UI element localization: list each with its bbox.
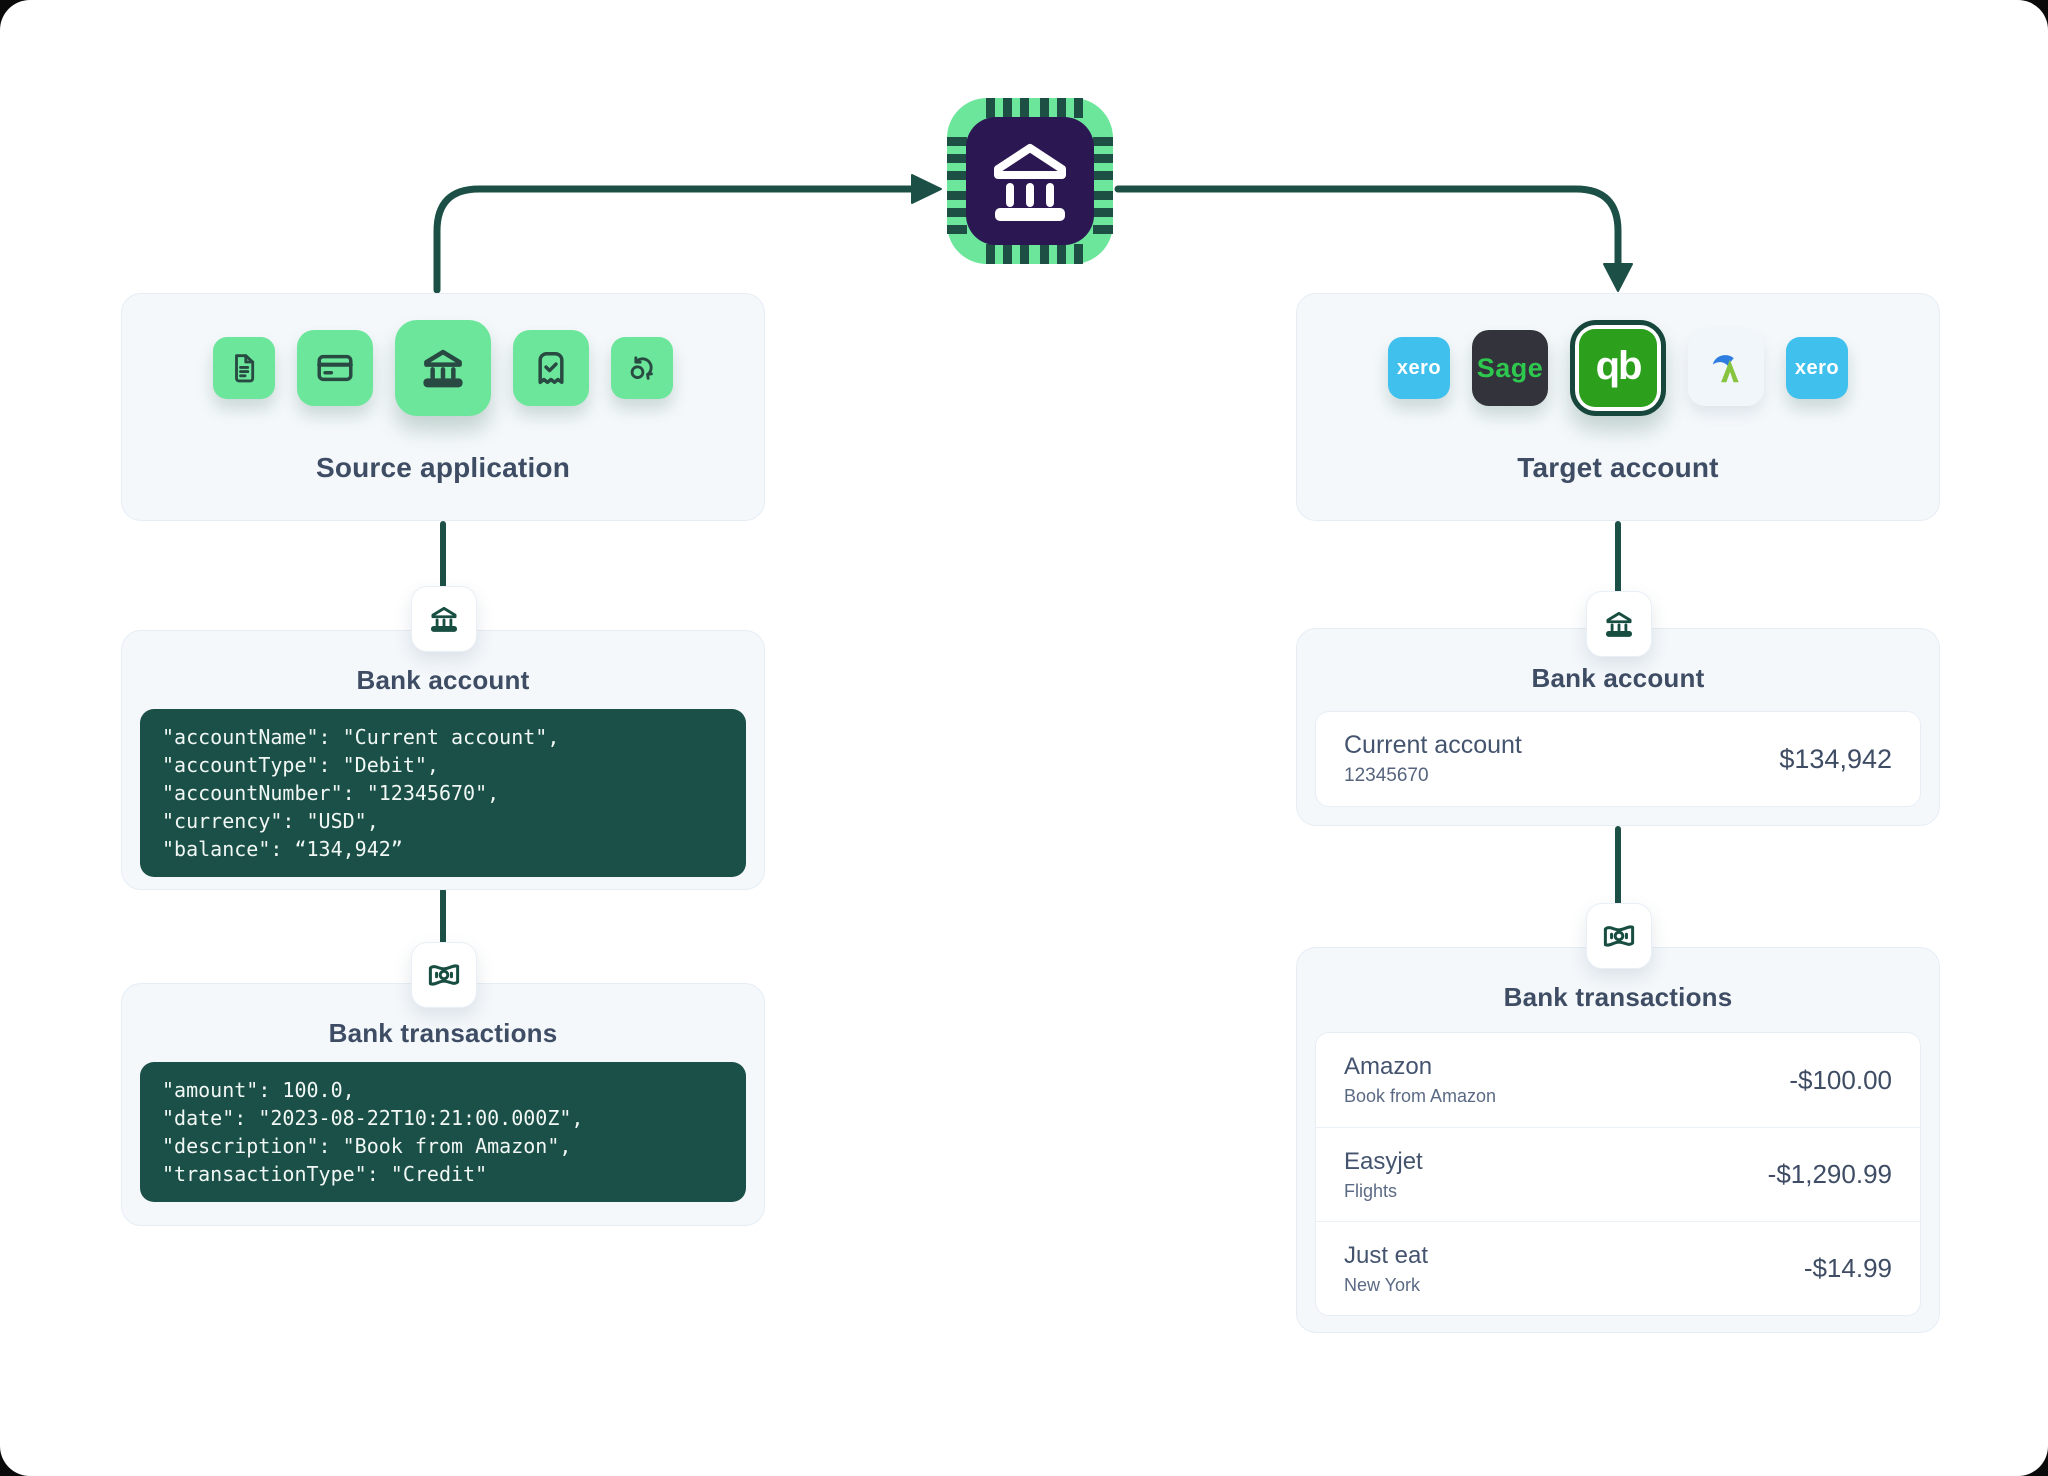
transaction-amount: -$100.00 xyxy=(1789,1064,1892,1095)
code-line: "transactionType": "Credit" xyxy=(162,1162,488,1186)
arrowhead-right-icon xyxy=(911,174,942,204)
banknote-icon xyxy=(428,964,460,986)
transaction-name: Easyjet xyxy=(1344,1147,1423,1175)
xero-logo-text: xero xyxy=(1794,356,1840,379)
transaction-amount: -$14.99 xyxy=(1803,1253,1892,1283)
target-bank-transactions-card: Bank transactions Amazon Book from Amazo… xyxy=(1296,947,1940,1333)
freeagent-logo xyxy=(1712,355,1739,383)
target-panel-title: Target account xyxy=(1517,452,1719,483)
transaction-detail: Flights xyxy=(1344,1180,1398,1201)
account-to-transactions-line xyxy=(1615,826,1621,906)
bank-chip-icon xyxy=(944,95,1116,267)
source-application-panel: Source application xyxy=(121,293,765,521)
source-bank-account-card: Bank account "accountName": "Current acc… xyxy=(121,630,765,890)
source-to-account-line xyxy=(440,521,446,589)
sage-logo-text: Sage xyxy=(1476,352,1544,383)
code-line: "balance": “134,942” xyxy=(162,837,403,861)
transaction-row: Amazon Book from Amazon -$100.00 xyxy=(1316,1033,1920,1127)
sage-app-icon[interactable]: Sage xyxy=(1472,330,1548,406)
quickbooks-app-icon-selected[interactable]: qb xyxy=(1570,320,1666,416)
processor-to-target-arrow xyxy=(1114,185,1622,268)
transaction-detail: Book from Amazon xyxy=(1344,1086,1497,1106)
card-title: Bank account xyxy=(356,665,530,695)
transaction-row: Just eat New York -$14.99 xyxy=(1316,1221,1920,1315)
bank-icon xyxy=(1606,611,1632,637)
code-line: "description": "Book from Amazon", xyxy=(162,1134,572,1158)
banknote-icon-badge xyxy=(1586,903,1652,969)
transaction-amount: -$1,290.99 xyxy=(1767,1159,1892,1189)
banknote-icon-badge xyxy=(411,942,477,1008)
target-app-row: xero Sage qb xero xyxy=(1297,318,1939,418)
code-line: "date": "2023-08-22T10:21:00.000Z", xyxy=(162,1106,584,1130)
arrowhead-down-icon xyxy=(1603,263,1633,292)
bank-account-json-code: "accountName": "Current account", "accou… xyxy=(140,709,746,877)
bank-transaction-json-code: "amount": 100.0, "date": "2023-08-22T10:… xyxy=(140,1062,746,1202)
code-line: "amount": 100.0, xyxy=(162,1078,355,1102)
target-account-panel: xero Sage qb xero Target account xyxy=(1296,293,1940,521)
code-line: "accountName": "Current account", xyxy=(162,725,560,749)
card-title: Bank transactions xyxy=(1503,982,1733,1012)
bank-icon xyxy=(431,606,457,632)
account-summary-row: Current account 12345670 $134,942 xyxy=(1315,711,1921,807)
xero-app-icon[interactable]: xero xyxy=(1388,337,1450,399)
account-to-transactions-line xyxy=(440,888,446,946)
xero-logo-text: xero xyxy=(1396,356,1442,379)
code-line: "accountType": "Debit", xyxy=(162,753,439,777)
account-name: Current account xyxy=(1344,731,1522,759)
quickbooks-logo: qb xyxy=(1579,329,1657,407)
transaction-name: Just eat xyxy=(1344,1241,1429,1269)
source-bank-transactions-card: Bank transactions "amount": 100.0, "date… xyxy=(121,983,765,1226)
code-line: "currency": "USD", xyxy=(162,809,379,833)
xero-app-icon[interactable]: xero xyxy=(1786,337,1848,399)
code-line: "accountNumber": "12345670", xyxy=(162,781,500,805)
banknote-icon xyxy=(1603,925,1635,947)
card-title: Bank account xyxy=(1531,663,1705,693)
bank-icon-badge xyxy=(1586,591,1652,657)
source-panel-title: Source application xyxy=(315,452,571,483)
transaction-row: Easyjet Flights -$1,290.99 xyxy=(1316,1127,1920,1221)
receipt-check-icon[interactable] xyxy=(513,330,589,406)
account-number: 12345670 xyxy=(1344,765,1429,786)
sync-icon[interactable] xyxy=(611,337,673,399)
card-title: Bank transactions xyxy=(328,1018,558,1048)
document-icon[interactable] xyxy=(213,337,275,399)
target-to-account-line xyxy=(1615,521,1621,595)
credit-card-icon[interactable] xyxy=(297,330,373,406)
target-bank-account-card: Bank account Current account 12345670 $1… xyxy=(1296,628,1940,826)
bank-icon-badge xyxy=(411,586,477,652)
freeagent-app-icon[interactable] xyxy=(1688,330,1764,406)
account-balance: $134,942 xyxy=(1779,743,1892,774)
transactions-list: Amazon Book from Amazon -$100.00 Easyjet… xyxy=(1315,1032,1921,1316)
transaction-name: Amazon xyxy=(1344,1053,1433,1080)
transaction-detail: New York xyxy=(1344,1274,1421,1295)
source-icon-row xyxy=(122,318,764,418)
source-to-processor-arrow xyxy=(433,185,916,294)
bank-icon[interactable] xyxy=(395,320,491,416)
